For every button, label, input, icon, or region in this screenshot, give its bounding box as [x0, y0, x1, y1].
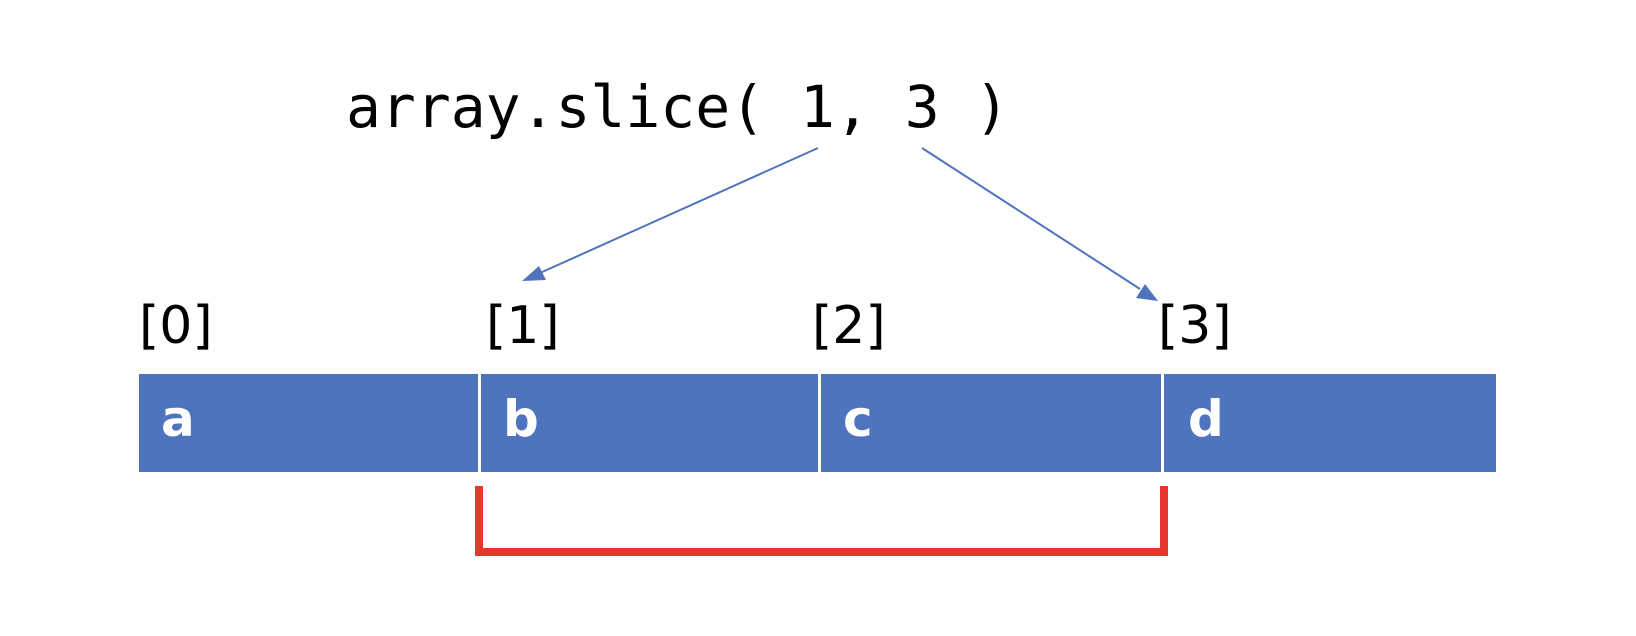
- arrow-to-index-3: [921, 147, 1158, 301]
- index-label-3: [3]: [1158, 296, 1232, 356]
- index-label-1: [1]: [486, 296, 560, 356]
- selection-bracket: [475, 486, 1168, 556]
- array-bar: a b c d: [139, 374, 1496, 472]
- cell-divider: [478, 374, 481, 472]
- array-cell-d: d: [1164, 374, 1496, 472]
- array-cell-a: a: [139, 374, 478, 472]
- cell-value-a: a: [161, 390, 195, 448]
- array-cell-c: c: [821, 374, 1161, 472]
- array-cell-b: b: [481, 374, 818, 472]
- arrow-to-index-1: [522, 147, 819, 281]
- cell-value-b: b: [503, 390, 539, 448]
- cell-divider: [818, 374, 821, 472]
- code-expression: array.slice( 1, 3 ): [346, 73, 1010, 141]
- index-label-0: [0]: [139, 296, 213, 356]
- cell-value-d: d: [1188, 390, 1224, 448]
- cell-value-c: c: [843, 390, 873, 448]
- index-label-2: [2]: [812, 296, 886, 356]
- cell-divider: [1161, 374, 1164, 472]
